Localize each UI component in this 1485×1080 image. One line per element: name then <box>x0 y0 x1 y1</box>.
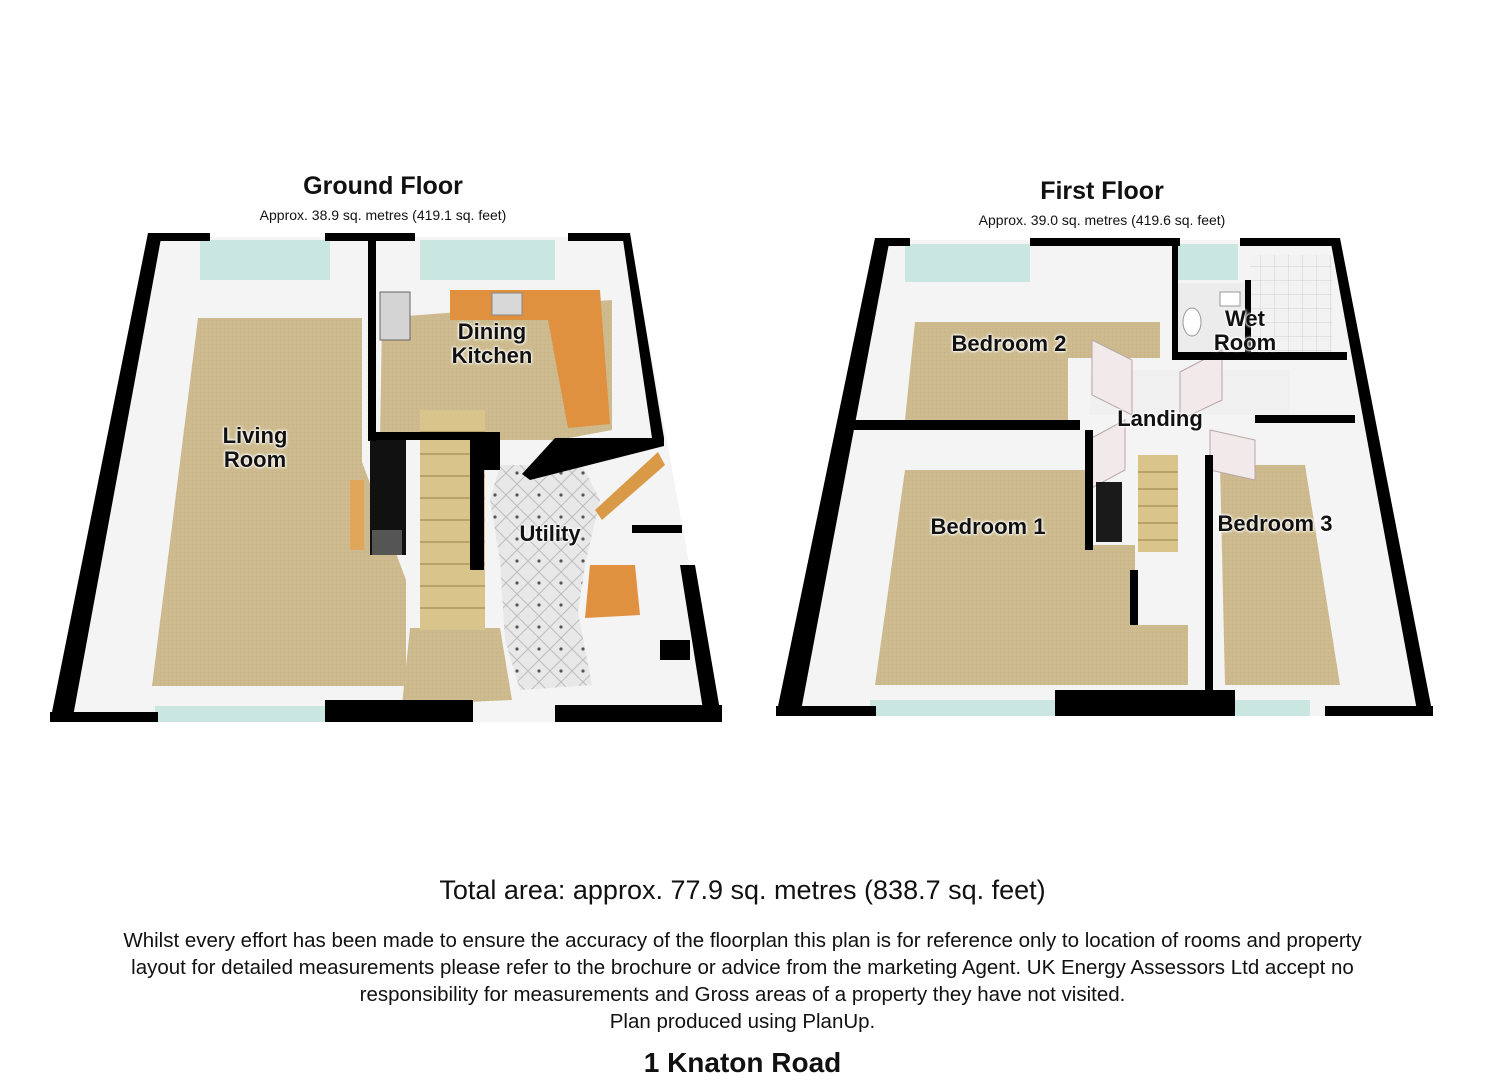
living-room-window <box>200 240 330 280</box>
living-room-front-window <box>155 706 325 722</box>
first-floor-stairs <box>1138 455 1178 552</box>
floorplan-drawing <box>50 233 1433 722</box>
room-label-living-room: Living Room <box>222 423 288 472</box>
first-floor-plan <box>776 238 1433 716</box>
kitchen-window <box>420 240 555 280</box>
room-label-bedroom-3: Bedroom 3 <box>1217 511 1333 536</box>
total-area: Total area: approx. 77.9 sq. metres (838… <box>439 875 1046 905</box>
bedroom-2-door <box>1091 339 1133 416</box>
kitchen-sink <box>491 292 523 316</box>
disclaimer-line: responsibility for measurements and Gros… <box>359 983 1126 1006</box>
ground-floor-area: Approx. 38.9 sq. metres (419.1 sq. feet) <box>259 207 507 223</box>
room-label-bedroom-1: Bedroom 1 <box>930 514 1046 539</box>
first-floor-title: First Floor <box>1040 177 1164 205</box>
fire-hearth <box>350 480 364 550</box>
utility-floor <box>490 465 600 690</box>
bedroom-1-floor <box>875 470 1188 685</box>
disclaimer-line: layout for detailed measurements please … <box>131 956 1354 979</box>
bedroom-2-window <box>905 244 1030 282</box>
wet-room-toilet <box>1182 307 1202 337</box>
first-floor-area: Approx. 39.0 sq. metres (419.6 sq. feet) <box>978 212 1226 228</box>
wet-room-shower <box>1250 255 1332 355</box>
disclaimer: Whilst every effort has been made to ens… <box>0 927 1485 1035</box>
living-room-floor <box>152 318 406 686</box>
utility-door <box>595 452 665 520</box>
wet-room-basin <box>1219 291 1241 307</box>
wet-room-window <box>1178 244 1238 280</box>
disclaimer-line: Whilst every effort has been made to ens… <box>123 929 1362 952</box>
room-label-utility: Utility <box>519 521 581 546</box>
disclaimer-line: Plan produced using PlanUp. <box>609 1010 876 1033</box>
kitchen-worktop <box>450 290 610 428</box>
bedroom-1-window <box>870 700 1055 716</box>
ground-floor-title: Ground Floor <box>303 172 463 200</box>
room-label-bedroom-2: Bedroom 2 <box>951 331 1067 356</box>
room-label-landing: Landing <box>1117 406 1203 431</box>
ground-floor-plan <box>50 233 722 722</box>
room-label-wet-room: Wet Room <box>1213 306 1277 355</box>
property-address: 1 Knaton Road <box>643 1047 842 1078</box>
bedroom-3-window <box>1235 700 1310 716</box>
room-label-dining-kitchen: Dining Kitchen <box>451 319 533 368</box>
landing-cupboard <box>1096 482 1122 542</box>
hall-floor <box>402 628 512 705</box>
kitchen-cooker <box>379 291 411 341</box>
utility-worktop-1 <box>585 565 640 618</box>
bedroom-3-floor <box>1220 465 1340 685</box>
